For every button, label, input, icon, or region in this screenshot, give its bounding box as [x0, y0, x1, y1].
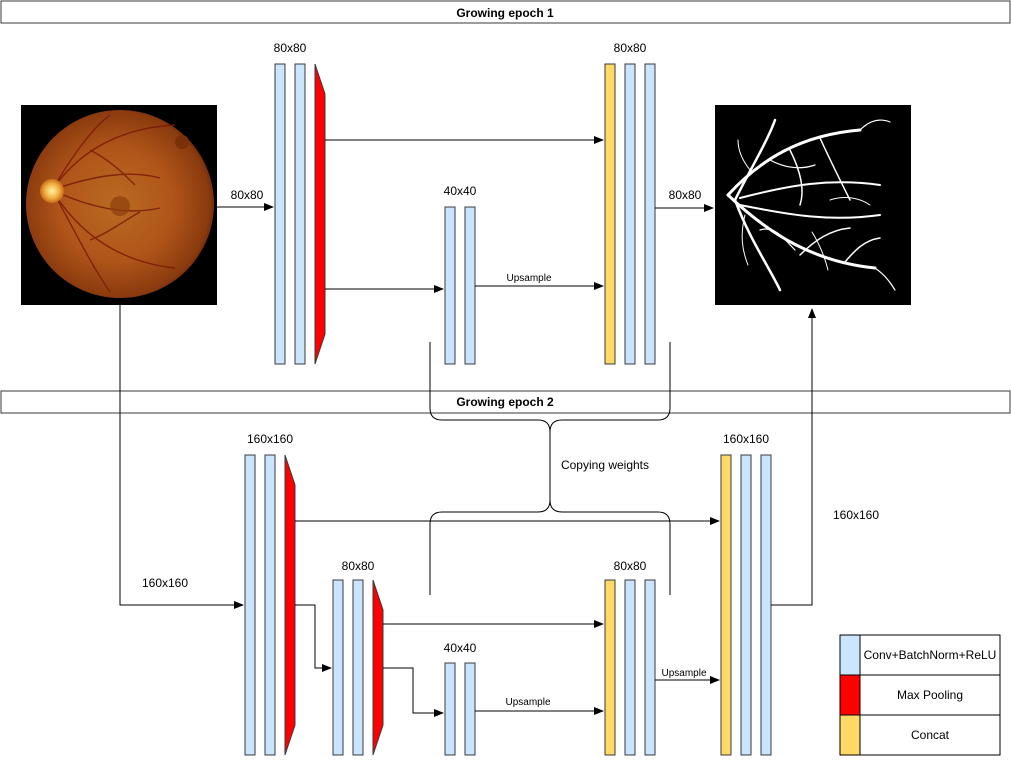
- concat-layer: [720, 454, 732, 756]
- epoch2-decoder1-size: 160x160: [723, 432, 769, 446]
- legend-label-pool: Max Pooling: [897, 688, 963, 702]
- conv-layer: [624, 579, 636, 756]
- legend-swatch-conv: [839, 634, 861, 676]
- copy-weights-brace-top: [429, 342, 671, 500]
- input-arrow-epoch2: [119, 305, 244, 609]
- legend-swatch-pool: [839, 674, 861, 716]
- output-arrow-epoch2: [771, 308, 816, 606]
- epoch2-decoder2-block: [604, 579, 656, 756]
- conv-layer: [274, 63, 286, 365]
- epoch1-bottleneck-size: 40x40: [444, 184, 477, 198]
- output-vessel-mask: [715, 105, 911, 305]
- maxpool-layer: [314, 63, 326, 365]
- epoch2-header: Growing epoch 2: [0, 390, 1011, 414]
- epoch2-output-size: 160x160: [833, 508, 879, 522]
- epoch1-title: Growing epoch 1: [456, 6, 554, 20]
- conv-layer: [464, 206, 476, 365]
- epoch1-encoder-size: 80x80: [274, 41, 307, 55]
- input-retina-image: [21, 105, 217, 305]
- concat-layer: [604, 63, 616, 365]
- epoch2-decoder1-block: [720, 454, 772, 756]
- epoch2-encoder2-size: 80x80: [342, 559, 375, 573]
- epoch2-title: Growing epoch 2: [456, 395, 554, 409]
- downsample-outer-arrow: [295, 604, 332, 672]
- conv-layer: [464, 662, 476, 756]
- conv-layer: [444, 206, 456, 365]
- epoch2-decoder2-size: 80x80: [614, 559, 647, 573]
- maxpool-layer: [372, 579, 384, 756]
- concat-layer: [604, 579, 616, 756]
- copying-weights-label: Copying weights: [561, 458, 649, 472]
- conv-layer: [624, 63, 636, 365]
- epoch1-upsample-label: Upsample: [506, 273, 551, 284]
- epoch2-encoder1-size: 160x160: [247, 432, 293, 446]
- conv-layer: [264, 454, 276, 756]
- copy-weights-brace-bottom: [429, 499, 671, 595]
- conv-layer: [244, 454, 256, 756]
- conv-layer: [444, 662, 456, 756]
- epoch2-bottleneck-size: 40x40: [444, 641, 477, 655]
- epoch2-upsample-outer-label: Upsample: [661, 668, 706, 679]
- epoch1-bottleneck-block: [444, 206, 476, 365]
- legend-label-conv: Conv+BatchNorm+ReLU: [864, 648, 997, 662]
- legend-swatch-concat: [839, 714, 861, 756]
- epoch1-decoder-block: [604, 63, 656, 365]
- epoch2-encoder1-block: [244, 454, 296, 756]
- conv-layer: [644, 63, 656, 365]
- conv-layer: [760, 454, 772, 756]
- epoch1-output-size: 80x80: [669, 188, 702, 202]
- epoch1-input-size: 80x80: [231, 188, 264, 202]
- conv-layer: [644, 579, 656, 756]
- conv-layer: [294, 63, 306, 365]
- conv-layer: [352, 579, 364, 756]
- epoch2-input-size: 160x160: [142, 576, 188, 590]
- epoch2-upsample-inner-label: Upsample: [505, 697, 550, 708]
- epoch2-encoder2-block: [332, 579, 384, 756]
- epoch2-bottleneck-block: [444, 662, 476, 756]
- legend-label-concat: Concat: [911, 728, 950, 742]
- conv-layer: [740, 454, 752, 756]
- epoch1-decoder-size: 80x80: [614, 41, 647, 55]
- conv-layer: [332, 579, 344, 756]
- epoch1-header: Growing epoch 1: [0, 0, 1011, 24]
- maxpool-layer: [284, 454, 296, 756]
- downsample-inner-arrow: [383, 667, 444, 717]
- epoch1-encoder-block: [274, 63, 326, 365]
- legend: Conv+BatchNorm+ReLU Max Pooling Concat: [839, 634, 1001, 756]
